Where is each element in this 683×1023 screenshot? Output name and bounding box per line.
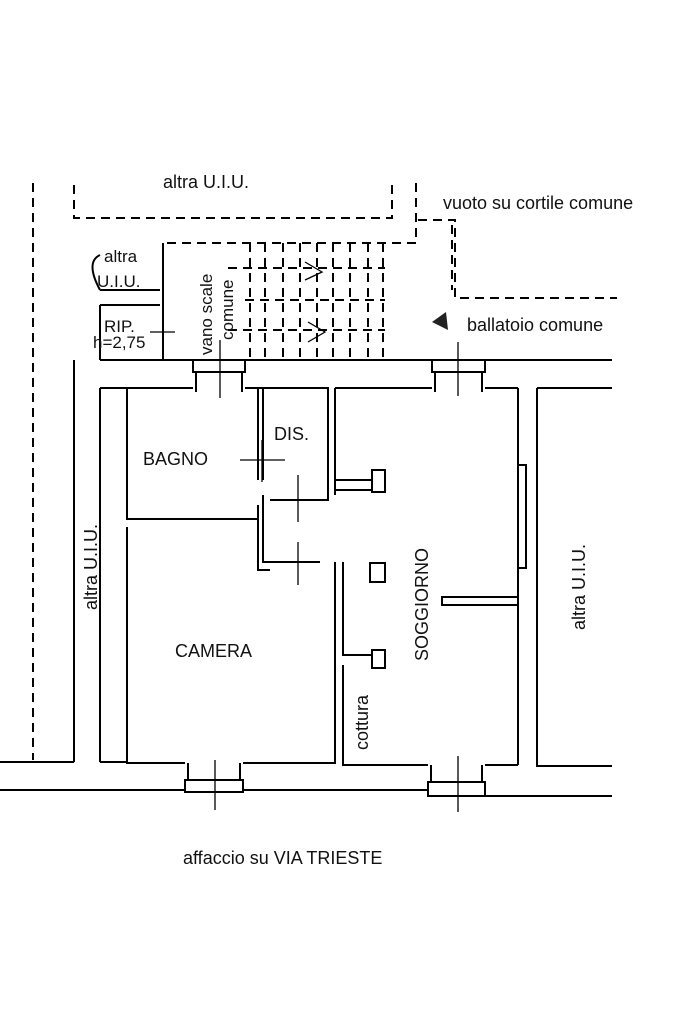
label-storage-height: h=2,75 — [93, 333, 145, 352]
room-bathroom: BAGNO — [143, 449, 208, 469]
room-bedroom: CAMERA — [175, 641, 252, 661]
stair-treads — [228, 243, 385, 360]
walls — [0, 243, 612, 797]
label-stair-1: vano scale — [197, 274, 216, 355]
label-top-unit: altra U.I.U. — [163, 172, 249, 192]
label-left-unit: altra U.I.U. — [81, 524, 101, 610]
windows — [184, 359, 486, 797]
label-small-unit-2: U.I.U. — [97, 272, 140, 291]
label-balcony: ballatoio comune — [467, 315, 603, 335]
label-street: affaccio su VIA TRIESTE — [183, 848, 382, 868]
label-small-unit-1: altra — [104, 247, 138, 266]
label-stair-2: comune — [218, 280, 237, 340]
room-living: SOGGIORNO — [412, 548, 432, 661]
cross-marks — [150, 331, 459, 812]
room-kitchen: cottura — [352, 694, 372, 750]
balcony-arrow-icon — [432, 312, 448, 330]
label-storage: RIP. — [104, 317, 135, 336]
room-hallway: DIS. — [274, 424, 309, 444]
label-right-unit: altra U.I.U. — [569, 544, 589, 630]
label-courtyard: vuoto su cortile comune — [443, 193, 633, 213]
